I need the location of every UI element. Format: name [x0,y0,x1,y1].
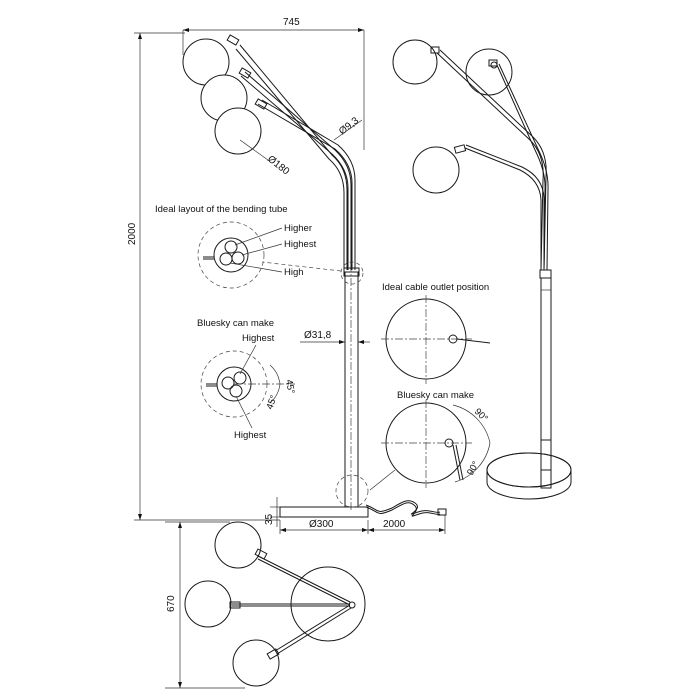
base-diameter: Ø300 [309,519,334,530]
top-view: 670 [165,521,366,689]
bluesky-outlet-detail: Bluesky can make 90° 90° [369,390,491,491]
label-higher: Higher [284,223,312,234]
side-view [392,39,572,500]
base-height: 35 [264,513,275,525]
label-highest-bottom: Highest [234,430,267,441]
angle-45-bottom: 45° [264,394,279,411]
angle-90-top: 90° [472,406,490,424]
height-dimension: 2000 [127,222,138,245]
front-view: 745 2000 Ø9,3 Ø180 [127,17,447,534]
bluesky-tube-title: Bluesky can make [197,318,274,329]
shade-bottom [214,107,262,155]
base [279,506,369,518]
bluesky-tube-detail: Bluesky can make Highest Highest 45° 45° [197,318,296,441]
pole [344,271,359,508]
label-highest: Highest [284,239,317,250]
width-dimension: 745 [283,17,300,28]
top-view-depth: 670 [166,595,177,612]
top-shade-upper [214,521,262,569]
side-pole [540,277,552,489]
angle-90-bottom: 90° [465,459,482,477]
label-high: High [284,267,304,278]
ideal-layout-title: Ideal layout of the bending tube [155,204,288,215]
top-shade-lower [232,639,280,687]
label-highest-top: Highest [242,333,275,344]
side-shade-right [465,48,513,96]
top-shade-mid [184,580,232,628]
tube-diameter: Ø9,3 [337,115,361,137]
arm-mid [244,71,352,270]
shade-diameter: Ø180 [265,154,291,178]
angle-45-top: 45° [283,379,296,395]
bluesky-outlet-title: Bluesky can make [397,390,474,401]
arm-top [239,44,348,270]
side-shade-low [412,146,460,194]
side-shade-left [392,39,438,85]
pole-diameter: Ø31,8 [304,330,332,341]
plug [437,508,447,516]
power-cable [365,500,441,515]
ideal-layout-detail: Ideal layout of the bending tube Higher … [155,204,317,289]
cable-length: 2000 [383,519,406,530]
arm-low [261,99,356,270]
cable-outlet-detail: Ideal cable outlet position [381,282,491,384]
cable-outlet-title: Ideal cable outlet position [382,282,489,293]
